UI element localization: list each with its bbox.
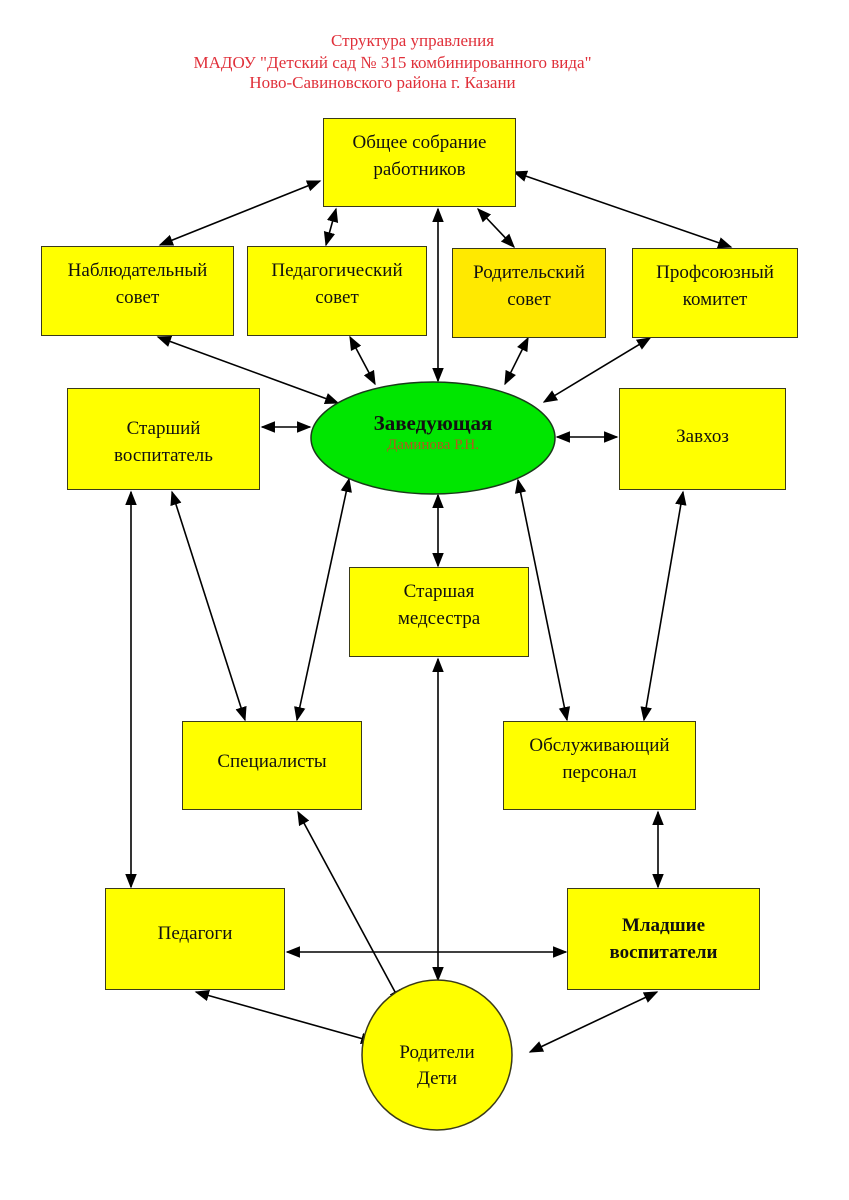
node-label: Родительский (473, 262, 585, 283)
node-pedagogical-council[interactable]: Педагогический совет (247, 246, 427, 336)
connector-specialists-to-parents-children (297, 810, 402, 1005)
node-label: Младшие (621, 915, 706, 936)
node-label: Родители (399, 1042, 475, 1063)
parents-children-circle[interactable] (361, 979, 513, 1131)
connector-parent-council-to-head (504, 336, 529, 386)
node-label: совет (115, 287, 160, 308)
head-ellipse[interactable] (310, 381, 556, 495)
chart-title-line-2: МАДОУ "Детский сад № 315 комбинированног… (193, 53, 592, 72)
connector-head-to-service-staff (514, 478, 571, 722)
node-label: Дети (416, 1068, 458, 1089)
node-label: работников (373, 159, 466, 180)
head-label: Заведующая Даминова Р.Н. (311, 410, 555, 454)
connector-pedagogical-council-to-head (349, 335, 376, 386)
node-label: Профсоюзный (656, 262, 774, 283)
connector-general-meeting-to-pedagogical-council (323, 207, 339, 247)
node-label: Завхоз (676, 426, 729, 447)
connections (125, 170, 733, 1053)
parents-children-label: Родители Дети (362, 1040, 512, 1092)
connector-general-meeting-to-supervisory-board (158, 180, 322, 246)
head-name: Даминова Р.Н. (386, 437, 480, 453)
node-supervisory-board[interactable]: Наблюдательный совет (41, 246, 234, 336)
connector-caretaker-to-service-staff (640, 490, 687, 722)
connector-supervisory-board-to-head (156, 336, 340, 404)
connector-senior-educator-to-specialists (170, 490, 247, 722)
node-teachers[interactable]: Педагоги (105, 888, 285, 990)
node-label: Старший (126, 418, 201, 439)
node-label: Наблюдательный (67, 260, 208, 281)
node-service-staff[interactable]: Обслуживающий персонал (503, 721, 696, 810)
connector-trade-union-to-head (542, 337, 652, 403)
chart-title-line-1: Структура управления (330, 31, 495, 50)
node-label: воспитатели (609, 942, 718, 963)
node-label: воспитатель (114, 445, 213, 466)
node-label: медсестра (397, 608, 481, 629)
chart-title-line-3: Ново-Савиновского района г. Казани (249, 73, 516, 92)
node-specialists[interactable]: Специалисты (182, 721, 362, 810)
connector-teachers-to-parents-children (194, 989, 376, 1045)
connector-general-meeting-to-parent-council (477, 207, 515, 249)
node-label: Специалисты (217, 751, 327, 772)
node-parent-council[interactable]: Родительский совет (452, 248, 606, 338)
node-senior-nurse[interactable]: Старшая медсестра (349, 567, 529, 657)
node-label: Общее собрание (352, 132, 487, 153)
node-label: Обслуживающий (529, 735, 670, 756)
connector-general-meeting-to-trade-union (512, 170, 733, 249)
node-label: Педагогический (271, 260, 403, 281)
node-label: Старшая (403, 581, 475, 602)
node-label: совет (507, 289, 551, 310)
node-senior-educator[interactable]: Старший воспитатель (67, 388, 260, 490)
node-label: персонал (562, 762, 637, 783)
node-label: совет (315, 287, 359, 308)
connector-junior-educators-to-parents-children (528, 991, 659, 1053)
node-label: комитет (682, 289, 748, 310)
node-general-meeting[interactable]: Общее собрание работников (323, 118, 516, 207)
head-title: Заведующая (373, 411, 493, 435)
connector-head-to-specialists (294, 477, 352, 722)
node-junior-educators[interactable]: Младшие воспитатели (567, 888, 760, 990)
node-label: Педагоги (157, 922, 233, 944)
node-trade-union[interactable]: Профсоюзный комитет (632, 248, 798, 338)
node-caretaker[interactable]: Завхоз (619, 388, 786, 490)
